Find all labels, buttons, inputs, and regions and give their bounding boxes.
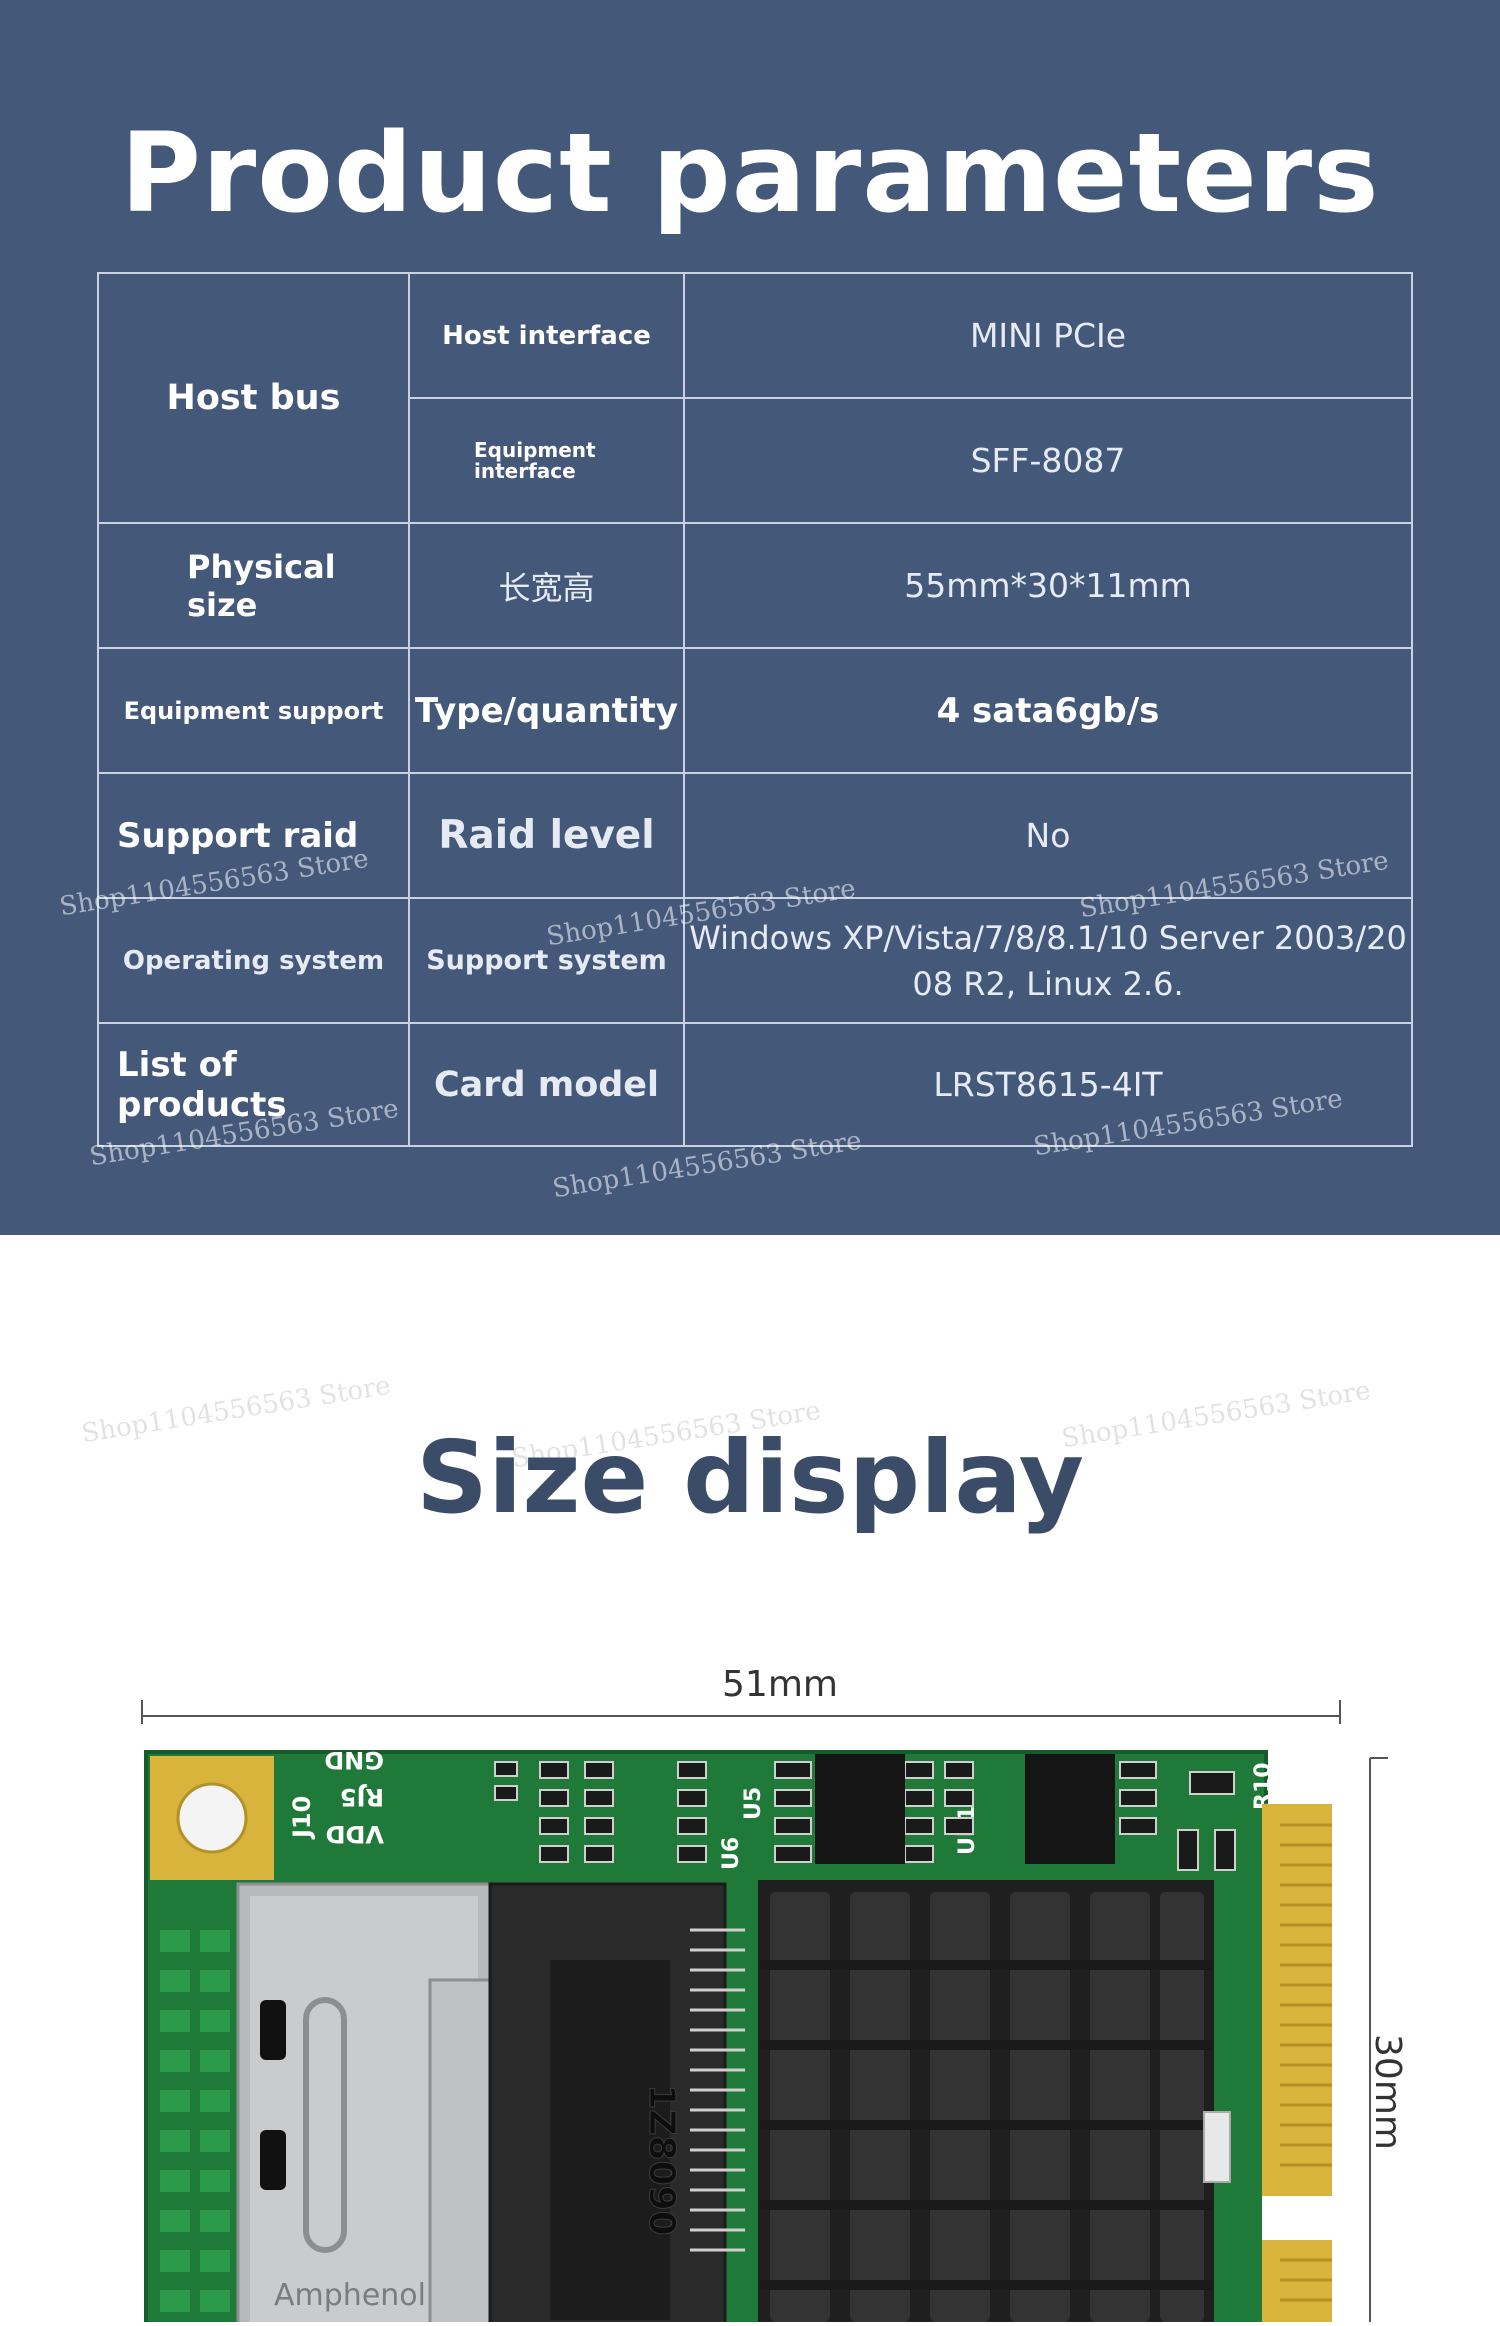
height-dimension: 30mm [1367,1757,1408,2322]
size-figure: 51mm 30mm [0,1660,1500,2326]
cell-card-model-value: LRST8615-4IT [683,1022,1413,1147]
cell-host-interface-value: MINI PCIe [683,272,1413,399]
cell-support-raid: Support raid [97,772,410,899]
label-equipment-interface: Equipment interface [474,437,596,483]
ic-chip [1025,1754,1115,1864]
cell-equipment-interface-value: SFF-8087 [683,397,1413,524]
value-equipment-interface: SFF-8087 [970,440,1126,480]
height-label: 30mm [1367,2034,1408,2150]
silk-u5: U5 [741,1787,766,1820]
label-raid-level: Raid level [438,813,655,858]
ic-chip [815,1754,905,1864]
value-support-system: Windows XP/Vista/7/8/8.1/10 Server 2003/… [689,918,1407,1003]
label-host-interface: Host interface [442,320,651,351]
edge-connector [1262,1804,1332,2326]
spec-table: Host bus Host interface MINI PCIe Equipm… [97,272,1413,1147]
silk-gnd: GND [324,1746,384,1774]
cell-host-bus: Host bus [97,272,410,524]
pcb-illustration: 51mm 30mm [141,1664,1408,2326]
label-operating-system: Operating system [122,945,385,976]
cell-physical-size-sub: 长宽高 [408,522,685,649]
crystal [1203,2111,1231,2183]
silk-vdd: VDD [326,1820,384,1848]
cell-type-quantity: Type/quantity [408,647,685,774]
width-dimension: 51mm [141,1664,1341,1724]
section-title-size-display: Size display [416,1419,1084,1536]
cell-support-system: Support system [408,897,685,1024]
label-equipment-support: Equipment support [123,696,384,725]
cell-raid-level-value: No [683,772,1413,899]
label-host-bus: Host bus [166,378,341,418]
label-card-model: Card model [433,1064,660,1105]
connector-brand: Amphenol [274,2278,426,2313]
cell-equipment-interface: Equipment interface [408,397,685,524]
cell-equipment-support: Equipment support [97,647,410,774]
cell-raid-level: Raid level [408,772,685,899]
cell-support-system-value: Windows XP/Vista/7/8/8.1/10 Server 2003/… [683,897,1413,1024]
chip-marking: 1Z8090 [641,2084,682,2235]
label-list-of-products: List of products [117,1044,287,1125]
value-type-quantity: 4 sata6gb/s [936,690,1160,731]
cell-card-model: Card model [408,1022,685,1147]
silk-r10: R10 [1251,1762,1276,1810]
label-physical-size: Physical size [187,547,336,624]
value-raid-level: No [1025,815,1071,855]
value-host-interface: MINI PCIe [969,315,1127,355]
value-physical-size: 55mm*30*11mm [904,565,1192,605]
cell-operating-system: Operating system [97,897,410,1024]
sff-8087-connector: 1Z8090 Amphenol [236,1882,745,2326]
label-support-system: Support system [426,945,667,976]
label-support-raid: Support raid [117,815,359,856]
heatsink [758,1880,1214,2326]
label-dimensions-cn: 长宽高 [498,568,595,607]
parameters-banner: Product parameters Host bus Host interfa… [0,0,1500,1235]
mounting-hole [176,1782,248,1854]
cell-type-quantity-value: 4 sata6gb/s [683,647,1413,774]
cell-list-of-products: List of products [97,1022,410,1147]
value-card-model: LRST8615-4IT [933,1064,1163,1104]
cell-host-interface: Host interface [408,272,685,399]
width-label: 51mm [722,1664,838,1705]
silk-rj5: RJ5 [340,1783,384,1811]
page-title: Product parameters [120,109,1380,237]
cell-physical-size-value: 55mm*30*11mm [683,522,1413,649]
cell-physical-size: Physical size [97,522,410,649]
pcb-board: GND RJ5 VDD J10 U5 U6 UP1 R10 [144,1746,1276,2326]
silk-u6: U6 [719,1837,744,1870]
label-type-quantity: Type/quantity [414,690,679,731]
silk-j10: J10 [288,1796,316,1840]
